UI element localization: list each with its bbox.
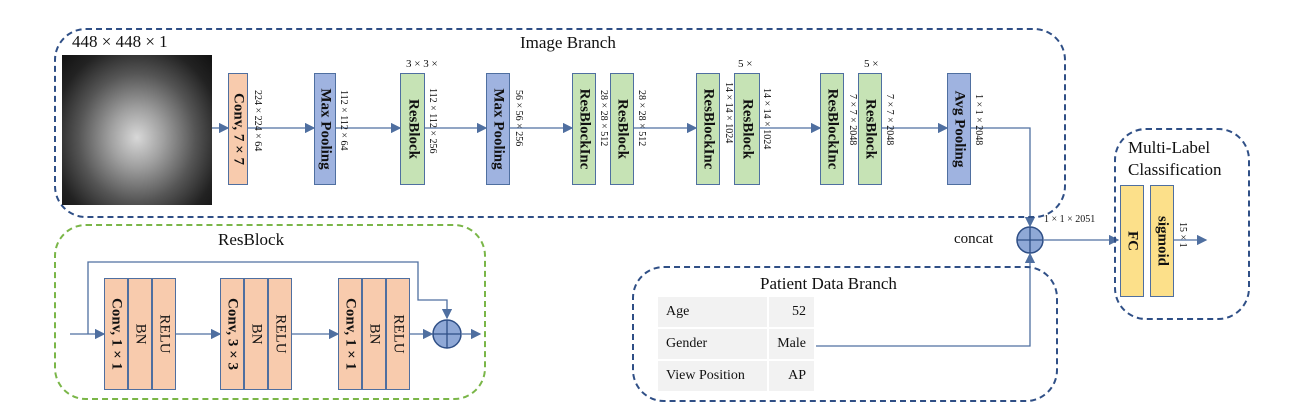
concat-node: [1016, 226, 1044, 254]
patient-branch-frame: [632, 266, 1058, 402]
resblock-frame: [54, 224, 486, 400]
resblockinc4-dims: 7 × 7 × 2048: [847, 94, 858, 146]
table-row: Gender Male: [655, 327, 816, 361]
input-dims: 448 × 448 × 1: [72, 32, 168, 51]
patient-key-gender: Gender: [655, 327, 770, 361]
resblock3-dims: 14 × 14 × 1024: [761, 88, 772, 150]
resblockinc2-dims: 28 × 28 × 512: [598, 90, 609, 147]
maxpool1-block: Max Pooling: [314, 73, 336, 185]
maxpool2-dims: 56 × 56 × 256: [513, 90, 524, 147]
resblock4-repeat: 5 ×: [864, 58, 879, 70]
res-conv3-block: Conv, 1 × 1: [338, 278, 362, 390]
res-bn1-block: BN: [128, 278, 152, 390]
fc-block: FC: [1120, 185, 1144, 297]
res-conv2-block: Conv, 3 × 3: [220, 278, 244, 390]
table-row: View Position AP: [655, 359, 816, 393]
res-relu3-block: RELU: [386, 278, 410, 390]
patient-branch-title: Patient Data Branch: [760, 274, 897, 293]
patient-value-age: 52: [767, 295, 816, 329]
resblock-sum-node: [432, 319, 462, 349]
resblockinc2-block: ResBlockInc: [572, 73, 596, 185]
maxpool2-block: Max Pooling: [486, 73, 510, 185]
avgpool-block: Avg Pooling: [947, 73, 971, 185]
sigmoid-block: sigmoid: [1150, 185, 1174, 297]
image-branch-title: Image Branch: [520, 33, 616, 52]
patient-key-view-position: View Position: [655, 359, 770, 393]
output-dims: 15 × 1: [1177, 222, 1188, 248]
resblockinc3-block: ResBlockInc: [696, 73, 720, 185]
chest-xray-image: [62, 55, 212, 205]
image-branch-frame: [54, 28, 1066, 218]
resblockinc4-block: ResBlockInc: [820, 73, 844, 185]
resblock1-block: ResBlock: [400, 73, 425, 185]
avgpool-dims: 1 × 1 × 2048: [973, 94, 984, 146]
conv7-block: Conv, 7 × 7: [228, 73, 248, 185]
patient-value-gender: Male: [767, 327, 816, 361]
res-conv1-block: Conv, 1 × 1: [104, 278, 128, 390]
maxpool1-dims: 112 × 112 × 64: [338, 90, 349, 151]
concat-label: concat: [954, 231, 994, 247]
classifier-frame: [1114, 128, 1250, 320]
res-bn3-block: BN: [362, 278, 386, 390]
resblock1-repeat: 3 × 3 ×: [406, 58, 438, 70]
resblock3-repeat: 5 ×: [738, 58, 753, 70]
resblock2-block: ResBlock: [610, 73, 634, 185]
resblock2-dims: 28 × 28 × 512: [636, 90, 647, 147]
table-row: Age 52: [655, 295, 816, 329]
resblock-title: ResBlock: [218, 230, 285, 249]
res-relu1-block: RELU: [152, 278, 176, 390]
res-relu2-block: RELU: [268, 278, 292, 390]
res-bn2-block: BN: [244, 278, 268, 390]
patient-data-table: Age 52 Gender Male View Position AP: [655, 295, 816, 393]
resblock3-block: ResBlock: [734, 73, 760, 185]
resblock4-block: ResBlock: [858, 73, 882, 185]
resblockinc3-dims: 14 × 14 × 1024: [723, 82, 734, 144]
patient-value-view-position: AP: [767, 359, 816, 393]
resblock1-dims: 112 × 112 × 256: [427, 88, 438, 154]
classifier-title-line2: Classification: [1128, 160, 1222, 179]
classifier-title-line1: Multi-Label: [1128, 138, 1211, 157]
resblock4-dims: 7 × 7 × 2048: [884, 94, 895, 146]
patient-key-age: Age: [655, 295, 770, 329]
conv7-dims: 224 × 224 × 64: [252, 90, 263, 152]
concat-dims: 1 × 1 × 2051: [1044, 214, 1096, 225]
